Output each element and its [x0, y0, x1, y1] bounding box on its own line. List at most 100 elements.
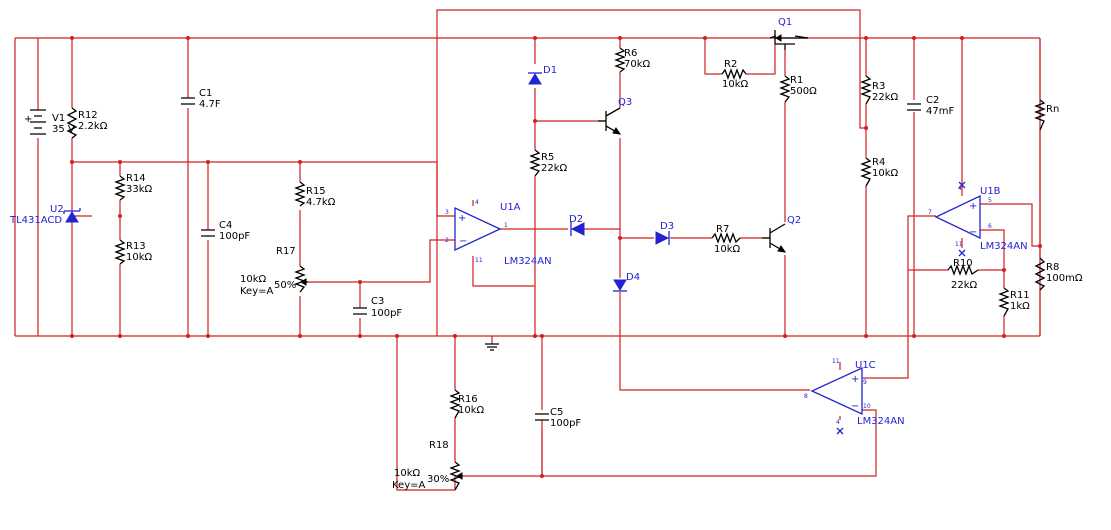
transistor-q3[interactable]: Q3	[598, 97, 632, 135]
resistor-r12[interactable]: R12 2.2kΩ	[66, 107, 108, 139]
resistor-rn[interactable]: Rn	[1034, 99, 1059, 131]
u2-value: TL431ACD	[9, 215, 62, 226]
resistor-r14[interactable]: R14 33kΩ	[114, 173, 153, 201]
c2-ref: C2	[926, 95, 939, 106]
u1a-pin3: 3	[445, 209, 449, 216]
r1-value: 500Ω	[790, 86, 817, 97]
zener-u2[interactable]: U2 TL431ACD	[9, 204, 81, 226]
u1a-minus-sign: −	[459, 236, 467, 247]
r17-ref: R17	[276, 246, 296, 257]
transistor-q1[interactable]: Q1	[769, 17, 809, 50]
r6-ref: R6	[624, 48, 637, 59]
resistor-r16[interactable]: R16 10kΩ	[449, 389, 485, 419]
u1a-value: LM324AN	[504, 256, 552, 267]
resistor-r1[interactable]: R1 500Ω	[779, 75, 817, 103]
r4-ref: R4	[872, 157, 885, 168]
r13-value: 10kΩ	[126, 252, 153, 263]
resistor-r5[interactable]: R5 22kΩ	[529, 149, 568, 177]
r5-value: 22kΩ	[541, 163, 568, 174]
r8-value: 100mΩ	[1046, 273, 1083, 284]
r13-ref: R13	[126, 241, 146, 252]
c3-value: 100pF	[371, 308, 402, 319]
resistor-r3[interactable]: R3 22kΩ	[860, 75, 899, 105]
junctions	[70, 36, 1042, 478]
resistor-r2[interactable]: R2 10kΩ	[721, 59, 749, 90]
diode-d1[interactable]: D1	[528, 65, 557, 85]
u1c-value: LM324AN	[857, 416, 905, 427]
diode-d4[interactable]: D4	[613, 272, 640, 292]
u1a-plus-sign: +	[458, 213, 466, 224]
u1a-pin11: 11	[475, 257, 483, 264]
potentiometer-r18[interactable]: R18 10kΩ Key=A 30%	[392, 440, 463, 491]
r14-value: 33kΩ	[126, 184, 153, 195]
u1b-value: LM324AN	[980, 241, 1028, 252]
u1c-pin11: 11	[832, 358, 840, 365]
u2-ref: U2	[50, 204, 64, 215]
r11-ref: R11	[1010, 290, 1030, 301]
r3-value: 22kΩ	[872, 92, 899, 103]
resistor-r8[interactable]: R8 100mΩ	[1034, 257, 1083, 291]
c5-ref: C5	[550, 407, 563, 418]
v1-ref: V1	[52, 113, 65, 124]
rn-ref: Rn	[1046, 104, 1059, 115]
r2-ref: R2	[724, 59, 737, 70]
resistor-r4[interactable]: R4 10kΩ	[860, 157, 899, 187]
u1c-pin8: 8	[804, 393, 808, 400]
u1c-pin9: 9	[863, 379, 867, 386]
battery-plus-sign: +	[24, 114, 32, 125]
r8-ref: R8	[1046, 262, 1059, 273]
ground-symbol	[485, 343, 499, 351]
c5-value: 100pF	[550, 418, 581, 429]
resistor-r7[interactable]: R7 10kΩ	[711, 224, 741, 255]
diode-d2[interactable]: D2	[569, 214, 585, 236]
diode-d3[interactable]: D3	[655, 221, 674, 245]
u1a-ref: U1A	[500, 202, 521, 213]
r3-ref: R3	[872, 81, 885, 92]
transistor-q2[interactable]: Q2	[762, 215, 801, 253]
u1b-pin11: 11	[955, 241, 963, 248]
c3-ref: C3	[371, 296, 384, 307]
capacitor-c4[interactable]: C4 100pF	[201, 220, 250, 242]
u1c-pin4: 4	[836, 419, 840, 426]
d4-ref: D4	[626, 272, 640, 283]
r18-percent: 30%	[427, 474, 449, 485]
u1a-pin2: 2	[445, 237, 449, 244]
u1c-plus-sign: +	[851, 374, 859, 385]
u1b-pin7: 7	[928, 209, 932, 216]
r16-value: 10kΩ	[458, 405, 485, 416]
potentiometer-r17[interactable]: R17 10kΩ Key=A 50%	[240, 246, 308, 297]
r18-value: 10kΩ	[394, 468, 421, 479]
wires	[14, 9, 1041, 491]
u1a-pin1: 1	[504, 222, 508, 229]
v1-value: 35 V	[52, 124, 75, 135]
resistor-r11[interactable]: R11 1kΩ	[998, 287, 1030, 317]
capacitor-c2[interactable]: C2 47mF	[907, 95, 954, 117]
resistor-r6[interactable]: R6 70kΩ	[614, 47, 651, 73]
c4-value: 100pF	[219, 231, 250, 242]
resistor-r13[interactable]: R13 10kΩ	[114, 239, 153, 265]
u1c-ref: U1C	[855, 360, 876, 371]
q3-ref: Q3	[618, 97, 632, 108]
opamp-u1c[interactable]: + − 9 10 11 4 8 U1C LM324AN	[804, 358, 905, 435]
resistor-r15[interactable]: R15 4.7kΩ	[294, 181, 336, 208]
u1a-pin4: 4	[475, 199, 479, 206]
r14-ref: R14	[126, 173, 146, 184]
u1b-pin6: 6	[988, 223, 992, 230]
opamp-u1b[interactable]: + − 5 6 4 11 7 U1B LM324AN	[928, 181, 1028, 257]
q2-ref: Q2	[787, 215, 801, 226]
u1c-minus-sign: −	[851, 401, 859, 412]
r17-value: 10kΩ	[240, 274, 267, 285]
u1b-ref: U1B	[980, 186, 1001, 197]
c2-value: 47mF	[926, 106, 954, 117]
capacitor-c5[interactable]: C5 100pF	[535, 407, 581, 429]
u1c-pin10: 10	[863, 403, 871, 410]
capacitor-c3[interactable]: C3 100pF	[353, 296, 402, 319]
d2-ref: D2	[569, 214, 583, 225]
battery-v1[interactable]: + V1 35 V	[24, 109, 75, 135]
r1-ref: R1	[790, 75, 803, 86]
capacitor-c1[interactable]: C1 4.7F	[181, 88, 221, 110]
opamp-u1a[interactable]: + − 3 2 4 11 1 U1A LM324AN	[445, 199, 552, 267]
c1-value: 4.7F	[199, 99, 221, 110]
resistor-r10[interactable]: R10 22kΩ	[947, 258, 979, 291]
r18-ref: R18	[429, 440, 449, 451]
